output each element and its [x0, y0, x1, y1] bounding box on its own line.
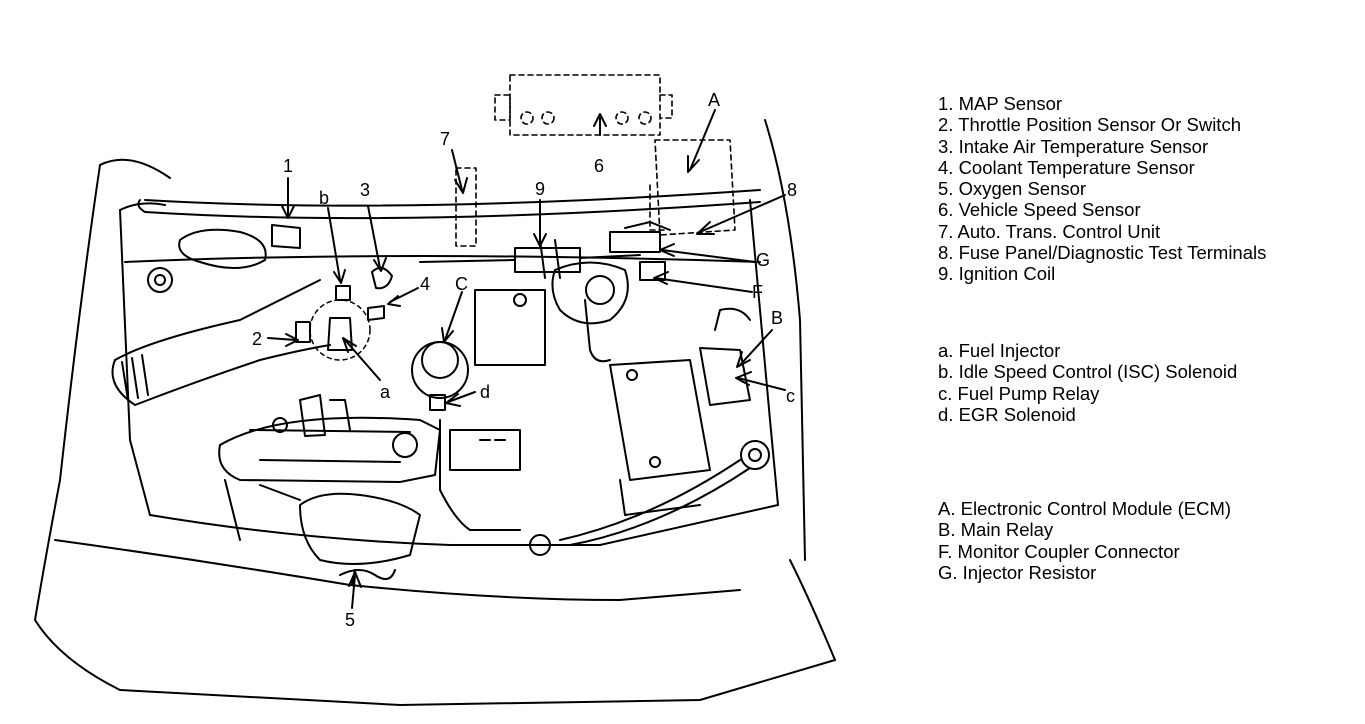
callout-4: 4: [420, 274, 430, 294]
legend-uppercase-components: A. Electronic Control Module (ECM) B. Ma…: [938, 498, 1231, 583]
callout-a: a: [380, 382, 391, 402]
legend-item: c. Fuel Pump Relay: [938, 382, 1100, 404]
legend-item: B. Main Relay: [938, 519, 1054, 541]
callout-2: 2: [252, 329, 262, 349]
legend-item: F. Monitor Coupler Connector: [938, 540, 1180, 562]
legend-item: a. Fuel Injector: [938, 340, 1061, 361]
air-intake: [111, 224, 331, 406]
cowl-panel: [124, 189, 761, 263]
callout-A: A: [708, 90, 720, 110]
legend-item: 6. Vehicle Speed Sensor: [938, 199, 1141, 221]
callout-C: C: [455, 274, 468, 294]
throttle-body: [295, 266, 393, 361]
engine-bay-diagram: 1 b 3 4 2 a C d 7 9 6 A 8 G F B c 5: [34, 74, 836, 706]
callout-b: b: [319, 188, 329, 208]
callout-labels: 1 b 3 4 2 a C d 7 9 6 A 8 G F B c 5: [252, 90, 797, 630]
legend-item: 9. Ignition Coil: [938, 263, 1056, 285]
oxygen-sensor-wire: [339, 569, 396, 586]
car-body-outline: [34, 119, 836, 706]
legend-numbered-components: 1. MAP Sensor 2. Throttle Position Senso…: [938, 93, 1266, 285]
legend-item: 8. Fuse Panel/Diagnostic Test Terminals: [938, 242, 1267, 264]
callout-9: 9: [535, 179, 545, 199]
legend-item: 3. Intake Air Temperature Sensor: [938, 135, 1209, 157]
legend-item: 2. Throttle Position Sensor Or Switch: [938, 114, 1241, 136]
legend-lowercase-components: a. Fuel Injector b. Idle Speed Control (…: [938, 340, 1237, 425]
legend-item: A. Electronic Control Module (ECM): [938, 498, 1232, 519]
callout-G: G: [756, 250, 770, 270]
legend-item: 4. Coolant Temperature Sensor: [938, 156, 1195, 178]
trans-control-unit-outline: [455, 167, 477, 247]
coolant-reservoir: [474, 289, 546, 366]
callout-c: c: [786, 386, 795, 406]
engine-block: [218, 394, 521, 565]
main-relay: [699, 347, 751, 406]
callout-1: 1: [283, 156, 293, 176]
callout-6: 6: [594, 156, 604, 176]
callout-d: d: [480, 382, 490, 402]
strut-tower: [529, 307, 770, 556]
ecm-module-outline: [494, 74, 736, 236]
callout-3: 3: [360, 180, 370, 200]
callout-leaders: [267, 109, 786, 609]
legend-item: 1. MAP Sensor: [938, 93, 1063, 114]
legend-item: G. Injector Resistor: [938, 561, 1097, 583]
egr-valve: [411, 341, 521, 471]
callout-7: 7: [440, 129, 450, 149]
legend-item: d. EGR Solenoid: [938, 403, 1076, 425]
callout-F: F: [752, 282, 763, 302]
legend-item: b. Idle Speed Control (ISC) Solenoid: [938, 361, 1238, 383]
callout-B: B: [771, 308, 783, 328]
legend-item: 7. Auto. Trans. Control Unit: [938, 220, 1161, 242]
brake-master-cylinder: [551, 261, 629, 363]
battery: [609, 359, 711, 516]
ignition-coil: [419, 239, 641, 279]
callout-8: 8: [787, 180, 797, 200]
callout-5: 5: [345, 610, 355, 630]
left-strut-tower: [147, 267, 173, 293]
legend-item: 5. Oxygen Sensor: [938, 178, 1087, 200]
